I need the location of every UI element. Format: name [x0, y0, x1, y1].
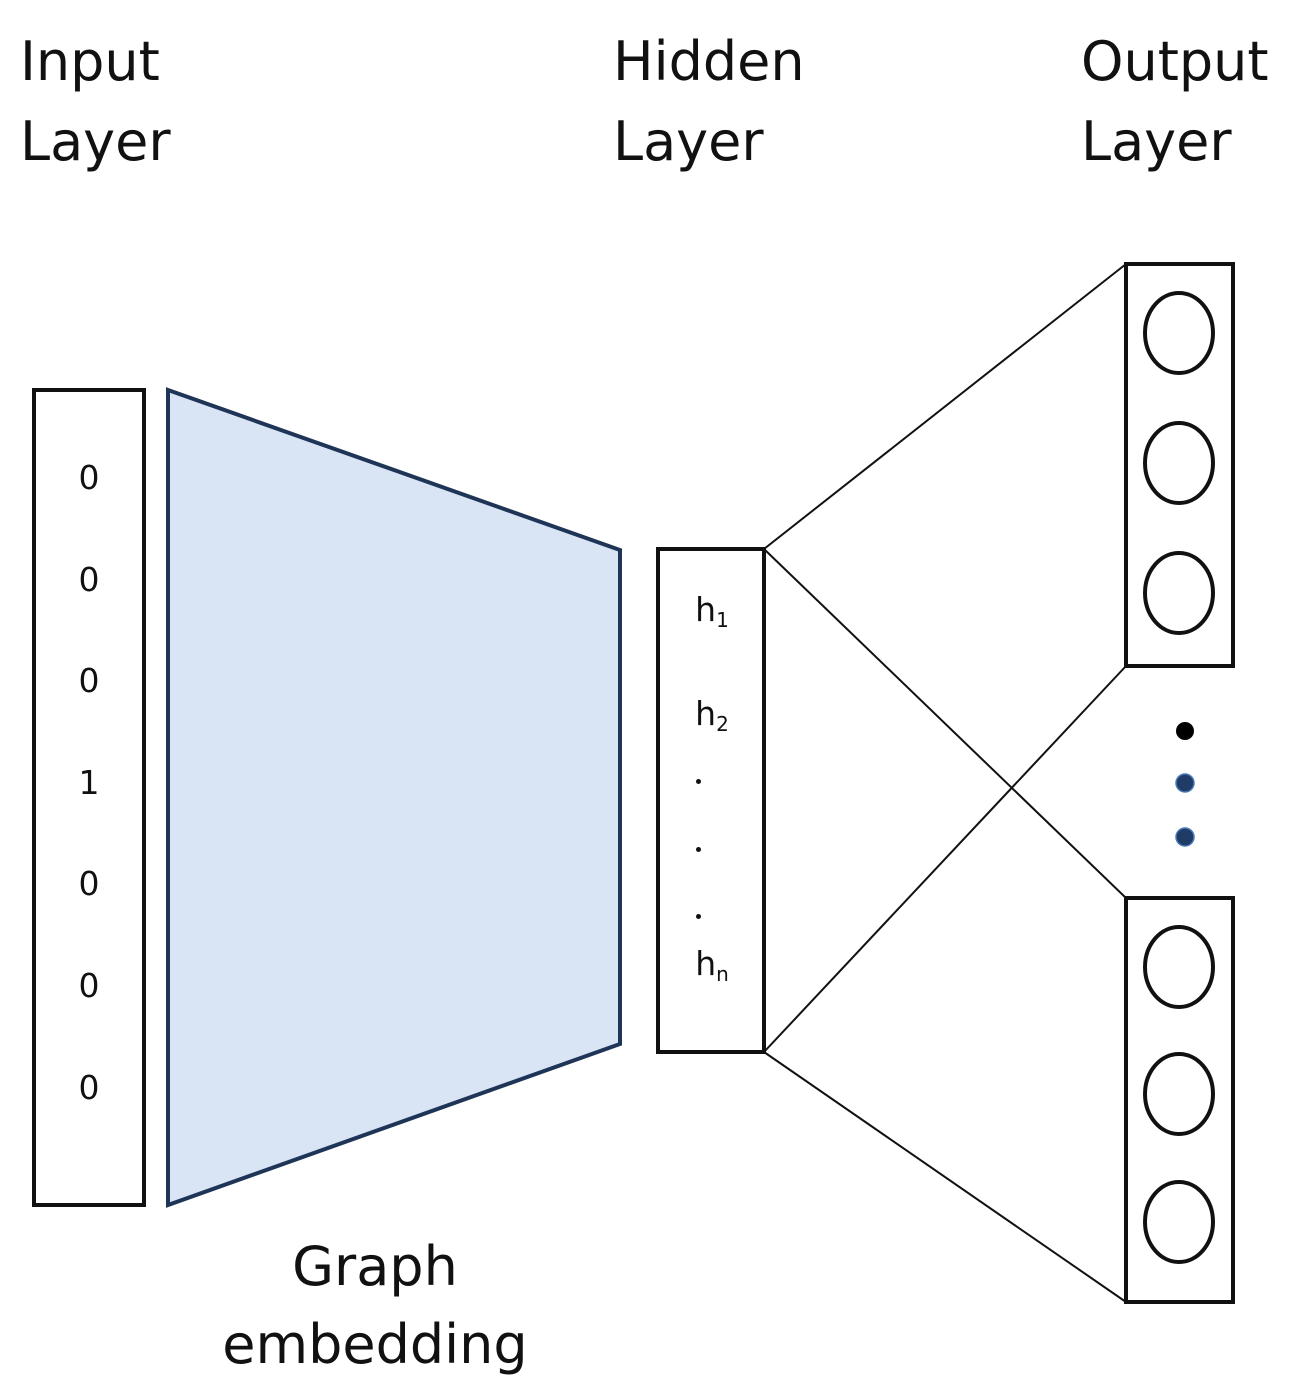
hidden-unit-subscript: 2	[716, 712, 729, 736]
hidden-layer-title-line-1: Hidden	[613, 30, 805, 93]
hidden-unit-subscript: 1	[716, 608, 729, 632]
hidden-layer-title: Hidden Layer	[613, 22, 805, 182]
connection-line	[763, 1051, 1127, 1303]
hidden-ellipsis-dot	[695, 913, 703, 921]
input-value: 1	[78, 763, 100, 802]
hidden-ellipsis-dot	[695, 778, 703, 786]
output-neuron	[1143, 1052, 1215, 1136]
output-layer-title-line-2: Layer	[1081, 110, 1232, 173]
input-layer-title: Input Layer	[20, 22, 171, 182]
hidden-unit-h1: h1	[660, 590, 764, 640]
input-value: 0	[78, 966, 100, 1005]
input-value: 0	[78, 864, 100, 903]
output-neuron	[1143, 551, 1215, 635]
hidden-unit-subscript: n	[716, 962, 729, 986]
output-neuron	[1143, 421, 1215, 505]
connection-line	[763, 665, 1127, 1053]
connection-line	[763, 548, 1127, 899]
hidden-unit-h2: h2	[660, 694, 764, 744]
caption-line-1: Graph	[292, 1235, 458, 1298]
hidden-unit-base: h	[695, 694, 717, 733]
input-value: 0	[78, 661, 100, 700]
input-layer-title-line-2: Layer	[20, 110, 171, 173]
hidden-layer-box	[656, 547, 766, 1054]
hidden-ellipsis-dot	[695, 846, 703, 854]
ellipsis-dot	[1175, 827, 1195, 847]
ellipsis-dot	[1176, 722, 1194, 740]
output-neuron	[1143, 925, 1215, 1009]
input-layer-title-line-1: Input	[20, 30, 160, 93]
connection-line	[763, 263, 1127, 550]
output-layer-title: Output Layer	[1081, 22, 1269, 182]
ellipsis-dot	[1175, 773, 1195, 793]
hidden-unit-hn: hn	[660, 944, 764, 994]
hidden-unit-base: h	[695, 590, 717, 629]
hidden-unit-base: h	[695, 944, 717, 983]
output-neuron	[1143, 291, 1215, 375]
input-vector-box	[32, 388, 146, 1207]
input-value: 0	[78, 560, 100, 599]
caption-line-2: embedding	[222, 1313, 528, 1376]
output-neuron	[1143, 1180, 1215, 1264]
input-value: 0	[78, 458, 100, 497]
graph-embedding-trapezoid	[166, 387, 622, 1208]
hidden-layer-title-line-2: Layer	[613, 110, 764, 173]
input-value: 0	[78, 1068, 100, 1107]
output-layer-title-line-1: Output	[1081, 30, 1269, 93]
graph-embedding-caption: Graph embedding	[170, 1228, 580, 1384]
